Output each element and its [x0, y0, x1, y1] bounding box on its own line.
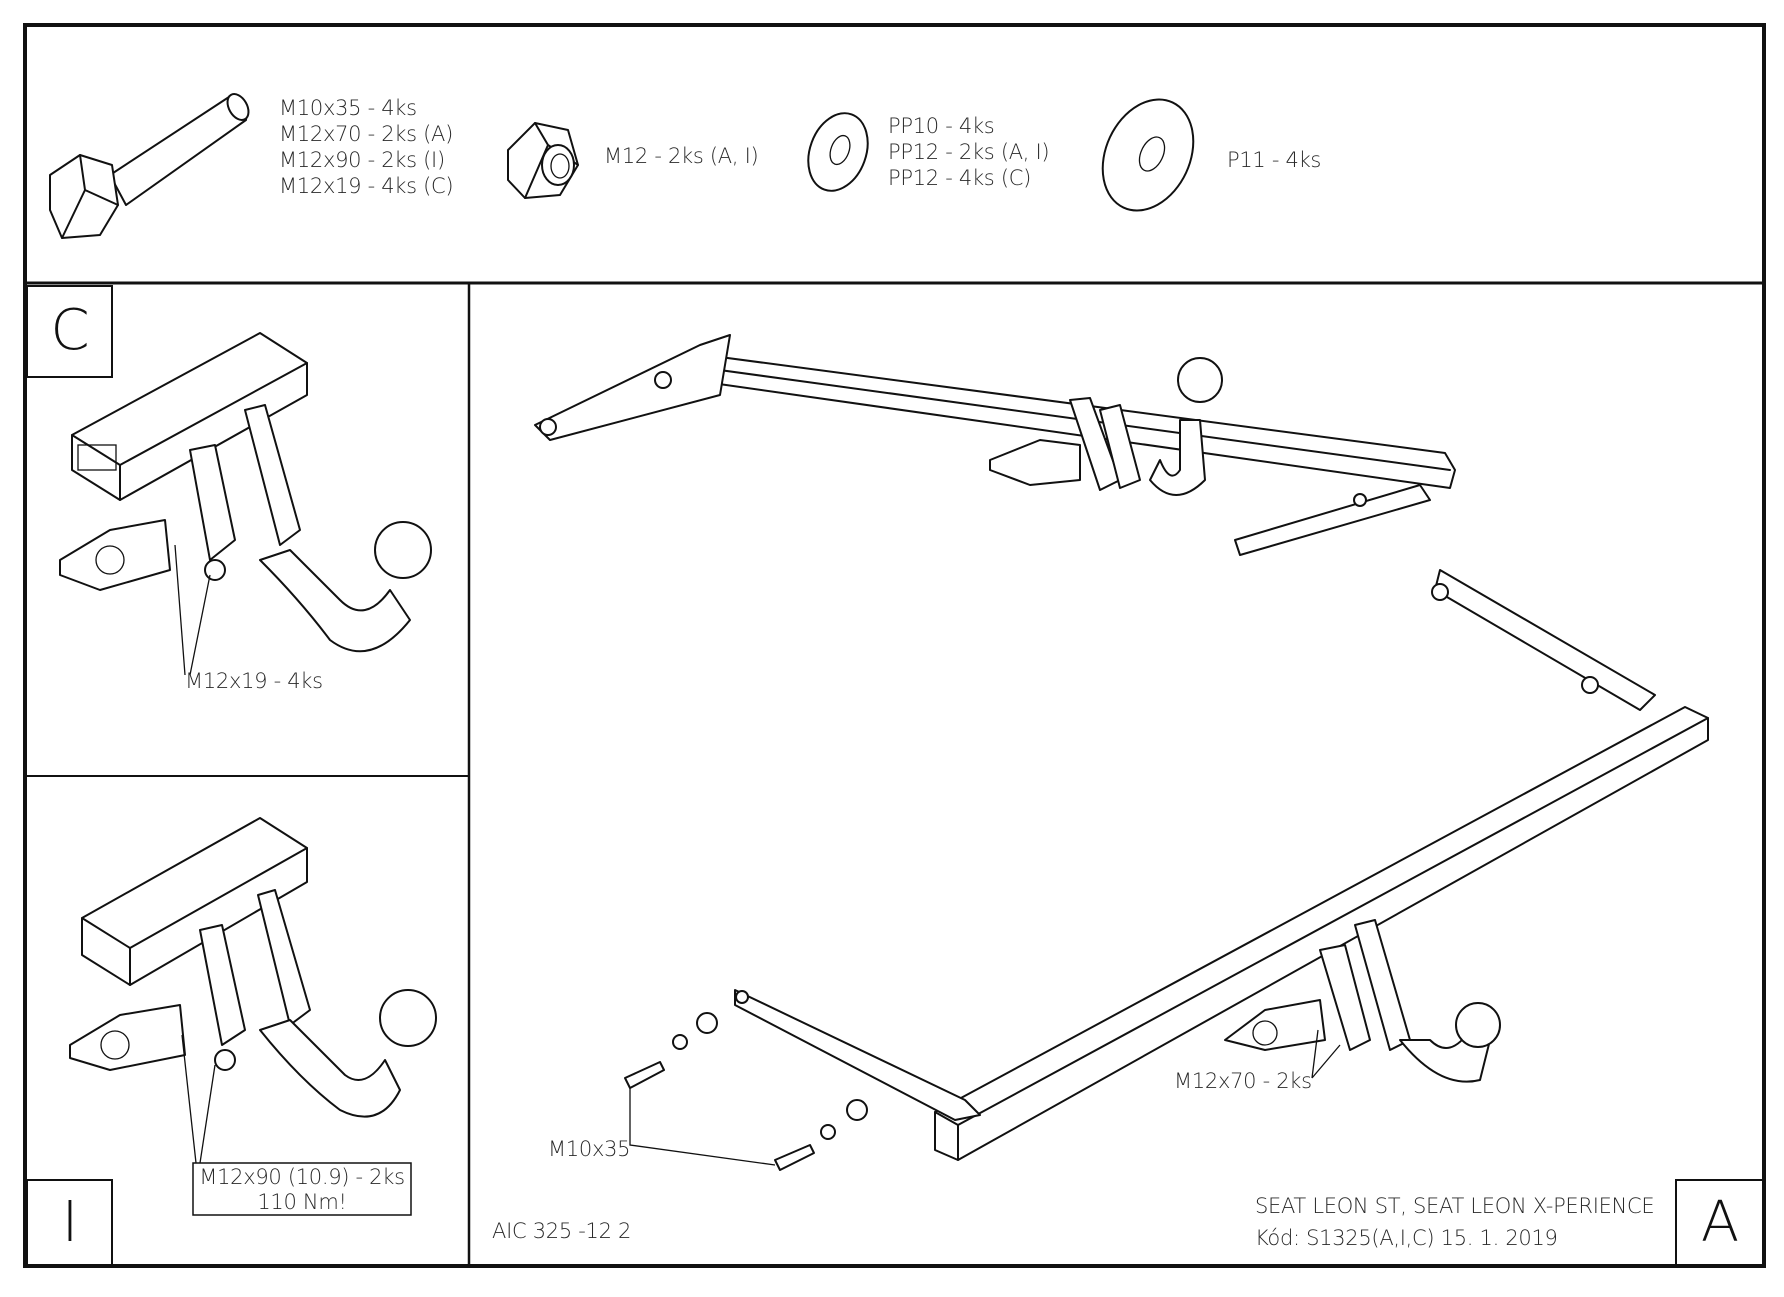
drawing-number: AIC 325 -12 2 [492, 1219, 632, 1243]
nut-icon [507, 122, 579, 199]
bolt-icon [49, 93, 250, 239]
callout-m10x35: M10x35 [548, 1137, 631, 1161]
detail-i-drawing [69, 817, 437, 1216]
washer-pp-spec-1: PP10 - 4ks [888, 114, 995, 138]
callout-torque: 110 Nm! [257, 1190, 347, 1214]
bolt-spec-3: M12x90 - 2ks (I) [279, 148, 445, 172]
detail-c-drawing [59, 332, 432, 676]
washer-p-spec: P11 - 4ks [1227, 148, 1322, 172]
drawing-frame [23, 23, 1766, 1268]
callout-box-m12x90 [192, 1162, 412, 1216]
main-assembly-drawing [534, 334, 1709, 1171]
panel-a-label-box [1675, 1179, 1765, 1267]
bolt-spec-1: M10x35 - 4ks [279, 96, 417, 120]
panel-i-label-box [26, 1179, 113, 1267]
washer-pp-spec-2: PP12 - 2ks (A, I) [888, 140, 1050, 164]
washer-p-icon [1101, 98, 1195, 212]
panel-i-label: I [61, 1190, 79, 1255]
bolt-spec-2: M12x70 - 2ks (A) [279, 122, 454, 146]
callout-m12x90: M12x90 (10.9) - 2ks [199, 1165, 405, 1189]
vehicle-title: SEAT LEON ST, SEAT LEON X-PERIENCE [1255, 1194, 1655, 1218]
washer-pp-spec-3: PP12 - 4ks (C) [888, 166, 1031, 190]
callout-m12x19: M12x19 - 4ks [185, 669, 323, 693]
code-and-date: Kód: S1325(A,I,C) 15. 1. 2019 [1255, 1226, 1558, 1250]
nut-spec: M12 - 2ks (A, I) [604, 144, 759, 168]
callout-m12x70: M12x70 - 2ks [1174, 1069, 1312, 1093]
bolt-spec-4: M12x19 - 4ks (C) [279, 174, 454, 198]
panel-a-label: A [1700, 1190, 1740, 1255]
washer-pp-icon [807, 112, 869, 192]
panel-c-label: C [50, 298, 90, 363]
panel-c-label-box [26, 285, 113, 378]
